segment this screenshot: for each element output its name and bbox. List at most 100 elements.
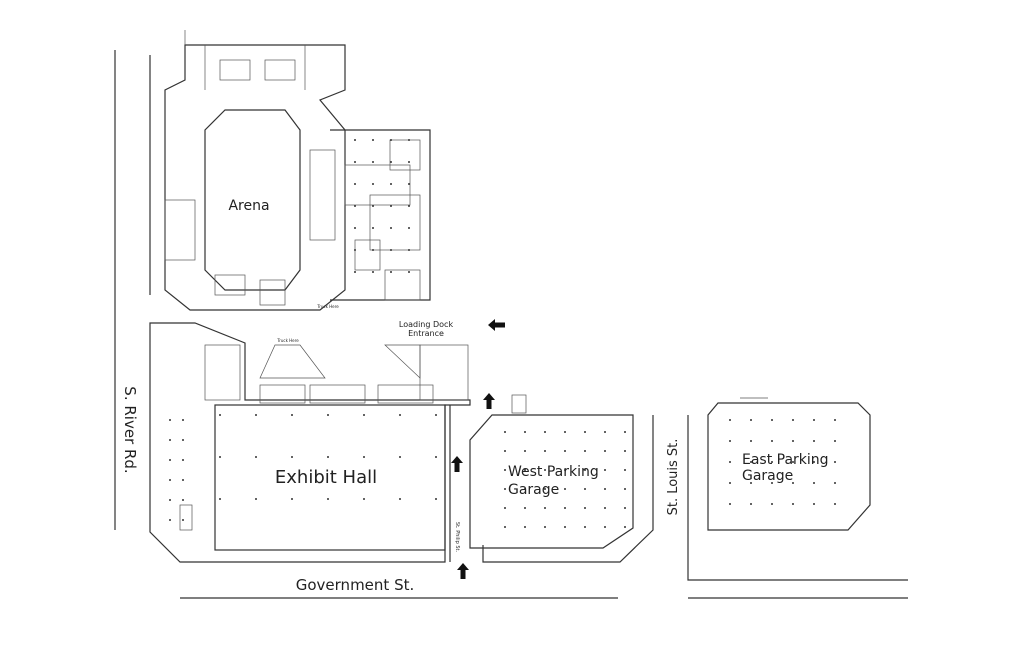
column-dot bbox=[372, 249, 374, 251]
column-dot bbox=[408, 183, 410, 185]
column-dot bbox=[372, 271, 374, 273]
entrance-arrows bbox=[451, 319, 505, 579]
column-dot bbox=[182, 419, 184, 421]
river-road-label: S. River Rd. bbox=[121, 386, 139, 473]
column-dot bbox=[390, 249, 392, 251]
column-dot bbox=[524, 450, 526, 452]
column-dot bbox=[354, 183, 356, 185]
column-dot bbox=[834, 482, 836, 484]
column-dot bbox=[390, 183, 392, 185]
column-dot bbox=[372, 183, 374, 185]
st-philip-street-label: St. Philip St. bbox=[454, 522, 460, 553]
column-dot bbox=[834, 461, 836, 463]
column-dot bbox=[169, 519, 171, 521]
west-garage-label-line1: West Parking bbox=[508, 464, 599, 480]
column-dot bbox=[624, 431, 626, 433]
loading-dock-label-line2: Entrance bbox=[408, 329, 444, 338]
column-dot bbox=[435, 414, 437, 416]
loading-dock-label-line1: Loading Dock bbox=[399, 320, 454, 329]
column-dot bbox=[390, 227, 392, 229]
column-dot bbox=[354, 205, 356, 207]
column-dot bbox=[564, 507, 566, 509]
column-dot bbox=[169, 479, 171, 481]
column-dot bbox=[372, 205, 374, 207]
column-dot bbox=[544, 526, 546, 528]
exhibit-hall-floor bbox=[214, 404, 446, 551]
column-dot bbox=[182, 499, 184, 501]
column-dot bbox=[372, 227, 374, 229]
column-dot bbox=[182, 439, 184, 441]
column-dot bbox=[604, 450, 606, 452]
column-dot bbox=[354, 227, 356, 229]
column-dot bbox=[169, 419, 171, 421]
column-dot bbox=[564, 431, 566, 433]
column-dot bbox=[399, 498, 401, 500]
column-dot bbox=[327, 414, 329, 416]
column-dot bbox=[750, 440, 752, 442]
column-dot bbox=[363, 456, 365, 458]
roads bbox=[114, 50, 908, 599]
column-dot bbox=[834, 503, 836, 505]
column-dot bbox=[604, 507, 606, 509]
truck-here-label: Truck Here bbox=[316, 304, 339, 309]
column-dot bbox=[363, 498, 365, 500]
column-dot bbox=[604, 526, 606, 528]
arrow-left-icon bbox=[488, 319, 505, 331]
column-dot bbox=[182, 459, 184, 461]
column-dot bbox=[564, 488, 566, 490]
column-dot bbox=[291, 456, 293, 458]
column-dot bbox=[504, 526, 506, 528]
column-dot bbox=[624, 507, 626, 509]
column-dot bbox=[584, 431, 586, 433]
column-dot bbox=[771, 440, 773, 442]
column-dot bbox=[584, 450, 586, 452]
column-dot bbox=[255, 414, 257, 416]
column-dot bbox=[584, 526, 586, 528]
column-dot bbox=[813, 419, 815, 421]
column-dot bbox=[729, 440, 731, 442]
column-dot bbox=[504, 488, 506, 490]
column-dot bbox=[291, 498, 293, 500]
column-dot bbox=[354, 249, 356, 251]
column-dot bbox=[390, 139, 392, 141]
column-dot bbox=[408, 271, 410, 273]
column-dot bbox=[524, 469, 526, 471]
column-dot bbox=[771, 482, 773, 484]
column-dot bbox=[169, 459, 171, 461]
column-dot bbox=[792, 503, 794, 505]
column-dot bbox=[435, 456, 437, 458]
east-garage-label-line1: East Parking bbox=[742, 452, 829, 468]
arena-building bbox=[164, 30, 431, 311]
column-dot bbox=[792, 440, 794, 442]
truck-here-label: Truck Here bbox=[276, 338, 299, 343]
column-dot bbox=[504, 469, 506, 471]
column-dot bbox=[182, 479, 184, 481]
column-dot bbox=[624, 488, 626, 490]
st-louis-street-label: St. Louis St. bbox=[666, 439, 681, 516]
column-dot bbox=[729, 503, 731, 505]
column-dot bbox=[584, 469, 586, 471]
arrow-up-icon bbox=[457, 563, 469, 579]
st-louis-street-edge bbox=[687, 415, 908, 581]
column-dot bbox=[169, 439, 171, 441]
column-dot bbox=[544, 507, 546, 509]
column-dot bbox=[390, 161, 392, 163]
column-dot bbox=[792, 482, 794, 484]
column-dot bbox=[255, 498, 257, 500]
column-dot bbox=[729, 482, 731, 484]
column-dot bbox=[544, 450, 546, 452]
column-dot bbox=[584, 488, 586, 490]
column-dot bbox=[524, 526, 526, 528]
column-dot bbox=[792, 419, 794, 421]
column-dot bbox=[372, 139, 374, 141]
column-dot bbox=[834, 419, 836, 421]
column-dot bbox=[729, 461, 731, 463]
column-dot bbox=[771, 419, 773, 421]
column-dot bbox=[408, 139, 410, 141]
column-dot bbox=[524, 507, 526, 509]
column-dot bbox=[354, 139, 356, 141]
column-dot bbox=[813, 503, 815, 505]
column-dot bbox=[750, 482, 752, 484]
